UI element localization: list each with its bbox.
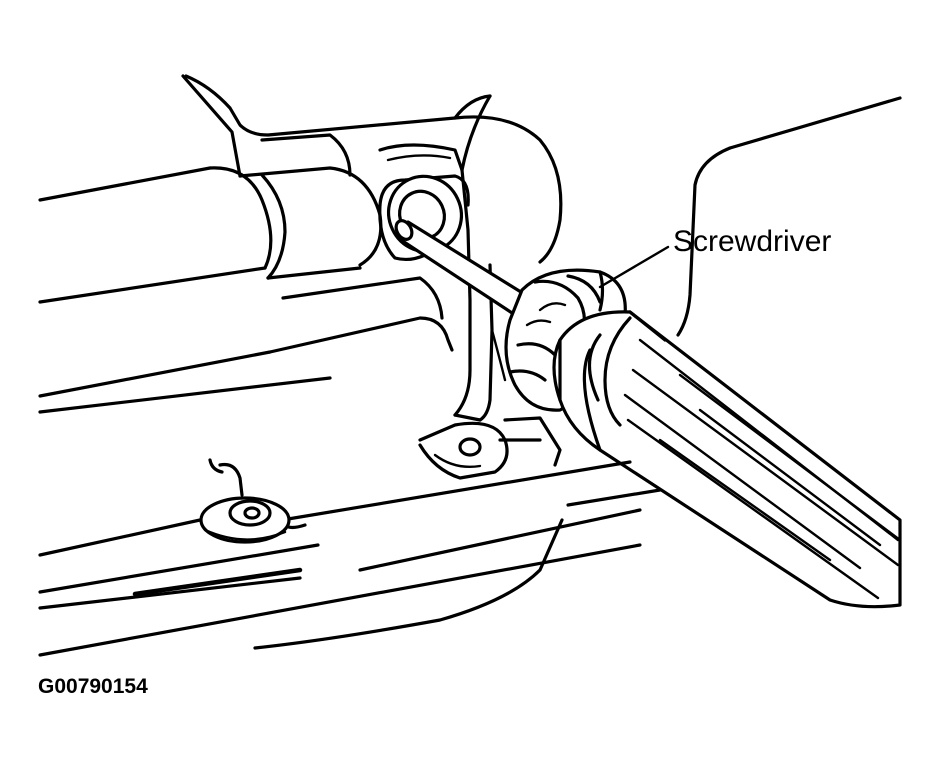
frame-bolt — [199, 458, 291, 544]
housing-outline — [181, 74, 563, 264]
left-cylinder-upper — [38, 166, 383, 304]
callout-screwdriver: Screwdriver — [598, 225, 831, 289]
mount-post — [453, 168, 507, 422]
left-cylinder-lower — [38, 276, 454, 414]
background-outline-right — [676, 96, 902, 337]
leader-line — [598, 245, 670, 289]
mount-foot — [418, 416, 562, 480]
frame-rails — [38, 460, 662, 657]
screwdriver-handle — [552, 310, 902, 609]
callout-label-screwdriver: Screwdriver — [673, 225, 831, 258]
figure-id: G00790154 — [38, 675, 148, 698]
